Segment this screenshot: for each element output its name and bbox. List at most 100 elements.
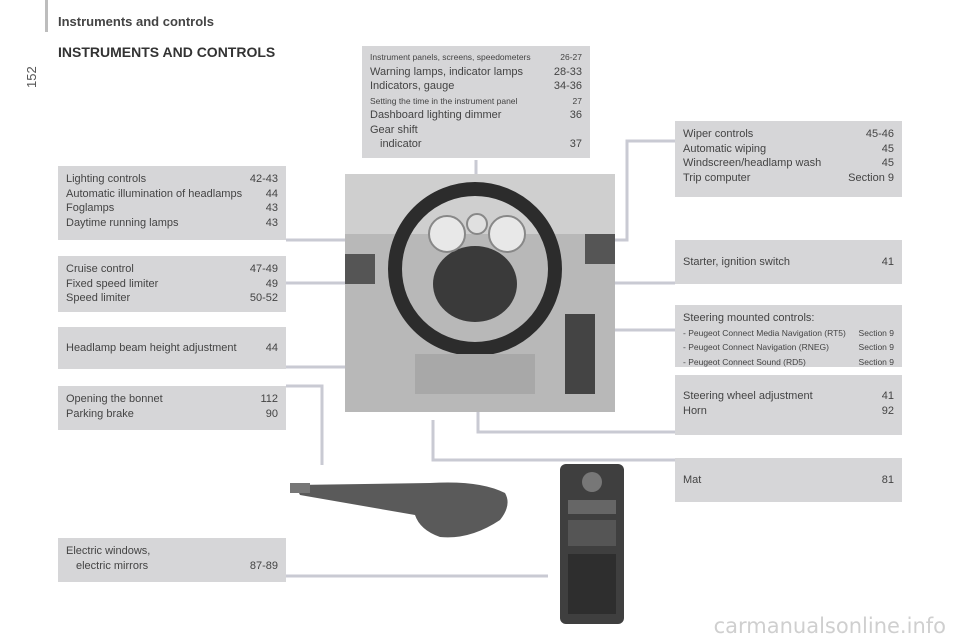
entry-row: Electric windows, — [66, 544, 278, 559]
entry-label: Gear shift — [370, 123, 418, 136]
entry-page: 34-36 — [553, 80, 582, 92]
entry-label: Horn — [683, 404, 707, 417]
box-headlamp: Headlamp beam height adjustment 44 — [58, 327, 286, 369]
entry-page — [272, 544, 278, 559]
parking-brake-image — [290, 465, 515, 545]
entry-label: Automatic illumination of headlamps — [66, 187, 243, 200]
entry-page: 41 — [881, 390, 894, 402]
entry-row: Steering mounted controls: — [683, 311, 894, 326]
entry-page: Section 9 — [858, 327, 894, 338]
entry-label: Fixed speed limiter — [66, 277, 159, 290]
entry-page: 26-27 — [560, 52, 582, 62]
entry-row: Starter, ignition switch 41 — [683, 255, 894, 270]
entry-page: Section 9 — [848, 171, 894, 184]
box-steering-controls: Steering mounted controls: - Peugeot Conn… — [675, 305, 902, 367]
entry-page: 112 — [260, 393, 278, 405]
dashboard-photo — [345, 174, 615, 412]
entry-row: Steering wheel adjustment 41 — [683, 389, 894, 404]
entry-label: Windscreen/headlamp wash — [683, 157, 822, 169]
entry-page: 90 — [265, 407, 278, 420]
entry-row: Setting the time in the instrument panel… — [370, 94, 582, 109]
entry-row: Windscreen/headlamp wash 45 — [683, 156, 894, 171]
entry-row: - Peugeot Connect Media Navigation (RT5)… — [683, 326, 894, 341]
entry-label: Warning lamps, indicator lamps — [370, 65, 524, 78]
entry-row: Horn 92 — [683, 404, 894, 419]
entry-label: Electric windows, — [66, 545, 151, 557]
entry-row: indicator 37 — [370, 137, 582, 152]
window-switch-image — [558, 462, 626, 626]
entry-page — [576, 123, 582, 138]
entry-label: Steering mounted controls: — [683, 312, 815, 324]
entry-row: Daytime running lamps 43 — [66, 216, 278, 231]
entry-row: Instrument panels, screens, speedometers… — [370, 50, 582, 65]
entry-page: 43 — [265, 216, 278, 229]
entry-row: Fixed speed limiter 49 — [66, 277, 278, 292]
page-title: INSTRUMENTS AND CONTROLS — [58, 44, 276, 60]
header-accent-bar — [45, 0, 48, 32]
entry-label: Steering wheel adjustment — [683, 390, 813, 402]
entry-label: Setting the time in the instrument panel — [370, 95, 518, 106]
entry-label: Instrument panels, screens, speedometers — [370, 52, 531, 62]
entry-label: Headlamp beam height adjustment — [66, 342, 237, 354]
entry-row: Headlamp beam height adjustment 44 — [66, 341, 278, 356]
entry-row: Dashboard lighting dimmer 36 — [370, 108, 582, 123]
entry-label: Trip computer — [683, 171, 751, 184]
entry-label: - Peugeot Connect Sound (RD5) — [683, 356, 806, 367]
entry-page: 42-43 — [249, 173, 278, 185]
entry-page: 44 — [265, 342, 278, 354]
box-mat: Mat 81 — [675, 458, 902, 502]
entry-row: - Peugeot Connect Navigation (RNEG) Secti… — [683, 340, 894, 355]
entry-label: electric mirrors — [76, 559, 149, 572]
entry-page: 45 — [881, 157, 894, 169]
entry-page: 50-52 — [249, 292, 278, 304]
box-instrument-panel: Instrument panels, screens, speedometers… — [362, 46, 590, 158]
entry-page: 92 — [881, 404, 894, 417]
entry-page: 41 — [881, 256, 894, 268]
entry-label: Mat — [683, 474, 702, 486]
entry-label: Daytime running lamps — [66, 216, 179, 229]
entry-label: - Peugeot Connect Media Navigation (RT5) — [683, 327, 846, 338]
entry-label: indicator — [380, 138, 422, 150]
entry-label: Parking brake — [66, 407, 134, 420]
entry-row: Foglamps 43 — [66, 201, 278, 216]
entry-page: 49 — [265, 277, 278, 290]
entry-page — [888, 311, 894, 326]
entry-page: Section 9 — [858, 356, 894, 367]
entry-label: Wiper controls — [683, 128, 754, 140]
entry-row: Mat 81 — [683, 473, 894, 488]
entry-page: 43 — [265, 202, 278, 214]
entry-row: Trip computer Section 9 — [683, 171, 894, 186]
entry-label: Indicators, gauge — [370, 80, 455, 92]
entry-page: 36 — [569, 109, 582, 121]
entry-page: 47-49 — [249, 263, 278, 275]
entry-label: Dashboard lighting dimmer — [370, 109, 502, 121]
entry-row: Gear shift — [370, 123, 582, 138]
entry-page: Section 9 — [858, 342, 894, 352]
entry-row: Parking brake 90 — [66, 407, 278, 422]
entry-label: - Peugeot Connect Navigation (RNEG) — [683, 342, 829, 352]
entry-row: Cruise control 47-49 — [66, 262, 278, 277]
entry-page: 81 — [881, 474, 894, 486]
entry-label: Starter, ignition switch — [683, 256, 790, 268]
entry-page: 45 — [881, 142, 894, 155]
entry-row: Opening the bonnet 112 — [66, 392, 278, 407]
watermark: carmanualsonline.info — [713, 614, 946, 638]
entry-page: 27 — [572, 95, 582, 106]
entry-page: 37 — [569, 138, 582, 150]
entry-row: - Peugeot Connect Sound (RD5) Section 9 — [683, 355, 894, 370]
entry-label: Cruise control — [66, 263, 134, 275]
entry-label: Foglamps — [66, 202, 115, 214]
entry-label: Opening the bonnet — [66, 393, 163, 405]
box-starter: Starter, ignition switch 41 — [675, 240, 902, 284]
